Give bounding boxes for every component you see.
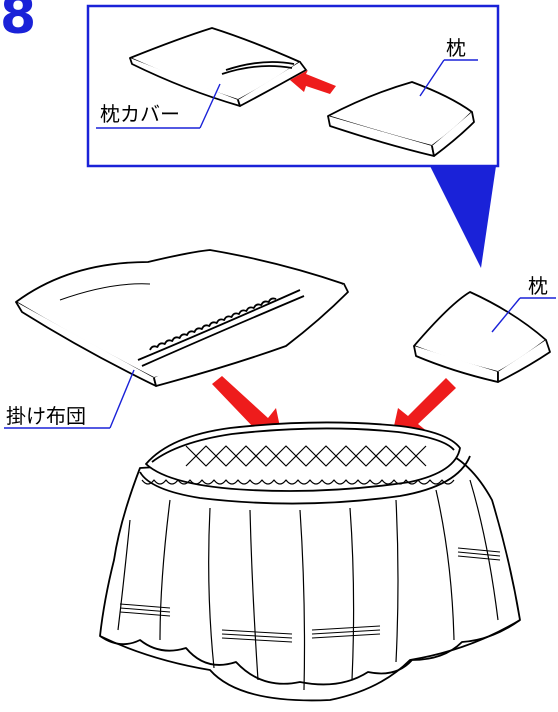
label-comforter: 掛け布団 <box>6 404 86 428</box>
inset-box <box>86 4 500 168</box>
inset-pillow-cover <box>129 27 307 107</box>
comforter <box>15 249 349 387</box>
main-pillow <box>413 291 551 383</box>
inset-arrow <box>290 70 336 94</box>
label-pillow-inset: 枕 <box>446 36 466 60</box>
main-pillow-leader <box>491 297 521 333</box>
label-pillow-main: 枕 <box>528 274 548 298</box>
step-number: 8 <box>0 0 37 46</box>
label-pillow-cover: 枕カバー <box>100 102 180 126</box>
comforter-leader <box>109 369 135 429</box>
inset-pillow-leader <box>419 59 445 97</box>
bassinet <box>99 421 521 702</box>
inset-cover-leader <box>199 83 221 129</box>
callout-pointer <box>430 166 496 268</box>
inset-pillow <box>327 81 475 157</box>
